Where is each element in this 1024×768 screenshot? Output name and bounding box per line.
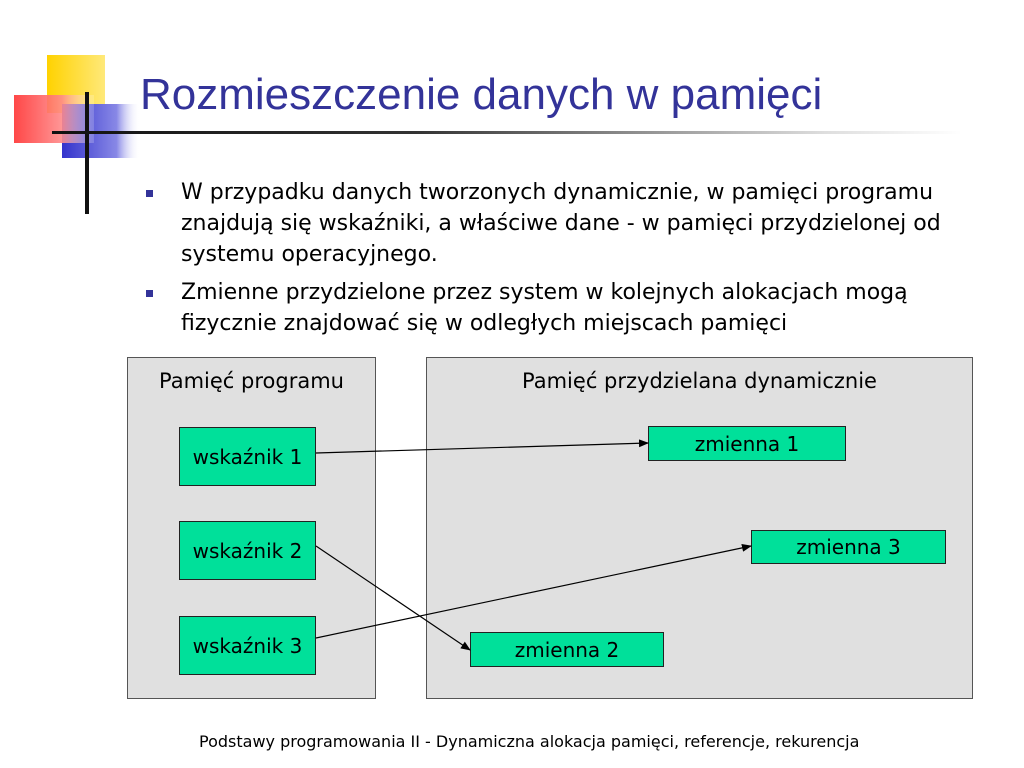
variable-box-2: zmienna 2 <box>470 632 664 667</box>
bullet-item: W przypadku danych tworzonych dynamiczni… <box>140 177 1000 270</box>
dynamic-memory-label: Pamięć przydzielana dynamicznie <box>522 369 877 393</box>
variable-box-1: zmienna 1 <box>648 426 846 461</box>
slide-footer: Podstawy programowania II - Dynamiczna a… <box>199 732 860 751</box>
bullet-item: Zmienne przydzielone przez system w kole… <box>140 277 1000 339</box>
pointer-box-1: wskaźnik 1 <box>179 427 316 486</box>
program-memory-label: Pamięć programu <box>159 369 344 393</box>
decorative-logo <box>14 55 140 214</box>
variable-box-3: zmienna 3 <box>751 530 946 564</box>
bullet-text: W przypadku danych tworzonych dynamiczni… <box>181 180 941 267</box>
bullet-text: Zmienne przydzielone przez system w kole… <box>181 280 908 336</box>
square-bullet-icon <box>146 190 153 197</box>
pointer-box-2: wskaźnik 2 <box>179 521 316 580</box>
bullet-list: W przypadku danych tworzonych dynamiczni… <box>140 177 1000 346</box>
slide-title: Rozmieszczenie danych w pamięci <box>140 70 823 119</box>
square-bullet-icon <box>146 290 153 297</box>
title-divider <box>52 131 962 134</box>
pointer-box-3: wskaźnik 3 <box>179 616 316 675</box>
